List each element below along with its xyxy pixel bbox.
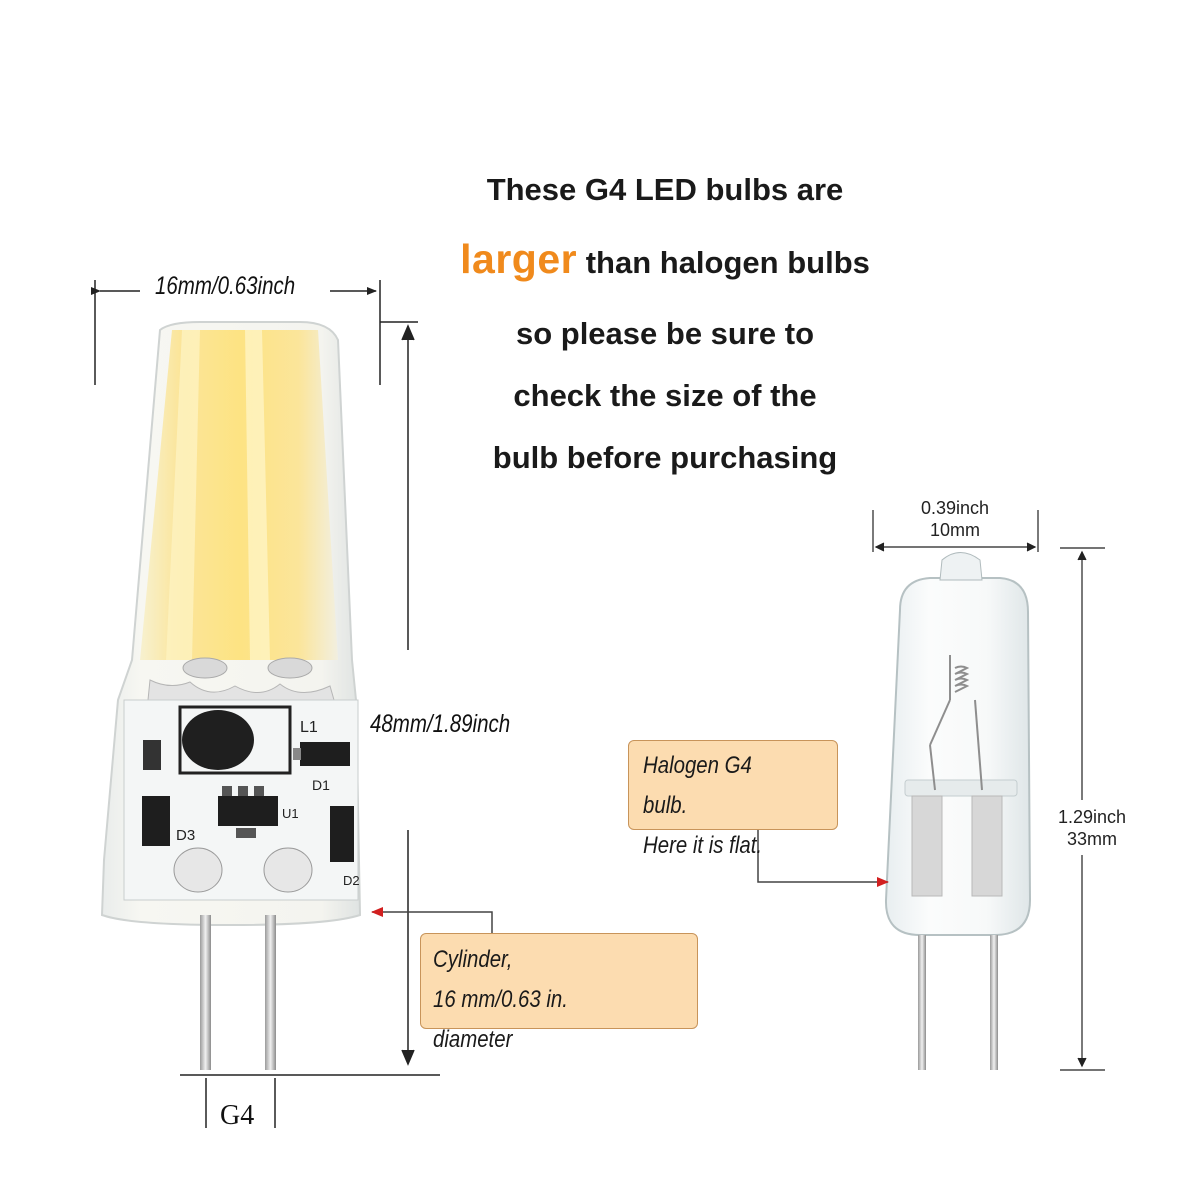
cylinder-callout-line-2: 16 mm/0.63 in. diameter [433, 986, 568, 1053]
cylinder-callout: Cylinder, 16 mm/0.63 in. diameter [420, 933, 698, 1053]
led-width-label: 16mm/0.63inch [155, 272, 296, 300]
headline-line-5: bulb before purchasing [492, 440, 838, 475]
led-height-label: 48mm/1.89inch [370, 710, 511, 738]
svg-text:D1: D1 [312, 777, 330, 793]
halogen-width-dimension [872, 510, 1039, 552]
halogen-callout-line-1: Halogen G4 bulb. [643, 752, 752, 819]
halogen-bulb [884, 552, 1032, 1070]
headline-line-4: check the size of the [513, 378, 817, 413]
headline-line-2-rest: than halogen bulbs [585, 245, 870, 280]
svg-text:D2: D2 [343, 873, 360, 888]
halogen-height-inch: 1.29inch [1057, 807, 1127, 827]
led-height-dimension [380, 321, 418, 1066]
halogen-width-inch: 0.39inch [920, 498, 990, 518]
cylinder-callout-line-1: Cylinder, [433, 946, 513, 973]
svg-text:U1: U1 [282, 806, 299, 821]
headline-line-1: These G4 LED bulbs are [486, 172, 844, 207]
halogen-height-mm: 33mm [1066, 829, 1117, 849]
halogen-callout: Halogen G4 bulb. Here it is flat. [628, 740, 838, 859]
headline-line-3: so please be sure to [515, 316, 815, 351]
halogen-callout-line-2: Here it is flat. [643, 832, 763, 859]
headline-line-2: larger than halogen bulbs [380, 236, 950, 283]
halogen-width-label: 0.39inch 10mm [895, 497, 1015, 541]
led-base-dimension [180, 1074, 440, 1128]
base-type-label: G4 [220, 1100, 255, 1131]
svg-text:L1: L1 [300, 719, 318, 736]
halogen-callout-arrow [757, 830, 889, 887]
halogen-width-mm: 10mm [929, 520, 980, 540]
cylinder-callout-arrow [371, 907, 493, 935]
headline-highlight: larger [460, 236, 578, 282]
led-bulb: L1 D1 U1 D3 D2 [100, 321, 362, 1070]
led-width-dimension [91, 280, 381, 385]
svg-text:D3: D3 [176, 827, 195, 844]
halogen-height-dimension [1060, 547, 1105, 1071]
halogen-height-label: 1.29inch 33mm [1042, 806, 1142, 850]
